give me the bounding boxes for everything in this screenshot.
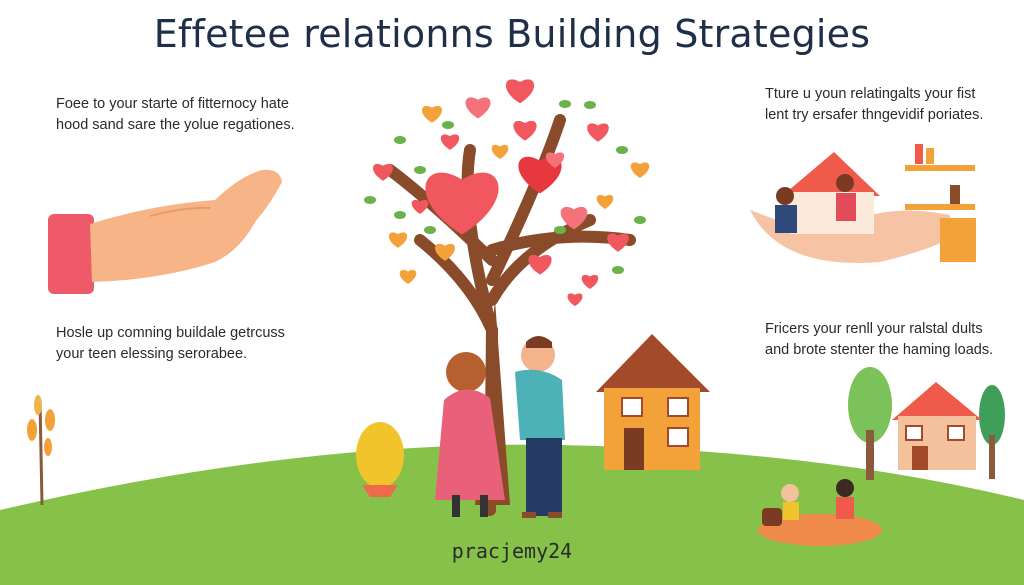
tree-heart	[630, 162, 650, 178]
tree-heart	[399, 269, 417, 284]
tree-leaf	[394, 136, 406, 144]
tree-heart	[411, 199, 429, 214]
tree-leaf	[559, 100, 571, 108]
tree-heart	[518, 156, 562, 194]
tree-leaf	[612, 266, 624, 274]
page-title: Effetee relationns Building Strategies	[153, 12, 871, 56]
tree-heart	[607, 233, 629, 252]
tree-leaf	[424, 226, 436, 234]
open-hand-icon	[48, 169, 282, 294]
tree-heart	[545, 152, 565, 168]
house-icon	[596, 334, 710, 470]
egg-icon	[356, 422, 404, 497]
small-tree-icon	[27, 395, 55, 506]
tree-heart	[567, 293, 583, 307]
tree-heart	[422, 105, 442, 123]
tree-heart	[465, 97, 491, 119]
tree-leaf	[634, 216, 646, 224]
tree-heart	[373, 163, 393, 181]
family-house-icon	[758, 367, 1005, 546]
grass-hill	[0, 444, 1024, 585]
tree-heart	[505, 79, 535, 104]
tree-leaf	[442, 121, 454, 129]
tree-heart	[440, 134, 460, 150]
hand-holding-home-icon	[750, 144, 976, 263]
tree-heart	[560, 206, 588, 230]
brand-watermark: pracjemy24	[451, 539, 573, 563]
tree-leaf	[616, 146, 628, 154]
tree-heart	[491, 144, 509, 159]
tree-heart	[581, 274, 599, 289]
tree-heart	[388, 232, 408, 248]
text-block-bottom-left: Hosle up comning buildale getrcuss your …	[56, 325, 285, 362]
tree-leaf	[554, 226, 566, 234]
tree-heart	[587, 123, 609, 142]
tree-leaf	[584, 101, 596, 109]
tree-heart	[528, 254, 552, 275]
tree-heart	[425, 172, 499, 235]
couple-hugging-icon	[435, 336, 565, 518]
tree-hearts	[364, 79, 650, 307]
tree-heart	[513, 120, 537, 141]
tree-heart	[435, 243, 455, 261]
text-block-top-left: Foee to your starte of fitternocy hate h…	[56, 96, 295, 133]
tree-leaf	[414, 166, 426, 174]
tree-leaf	[394, 211, 406, 219]
text-block-top-right: Tture u youn relatingalts your fist lent…	[765, 86, 984, 123]
tree-leaf	[364, 196, 376, 204]
tree-heart	[596, 194, 614, 209]
text-block-bottom-right: Fricers your renll your ralstal dults an…	[765, 321, 994, 358]
